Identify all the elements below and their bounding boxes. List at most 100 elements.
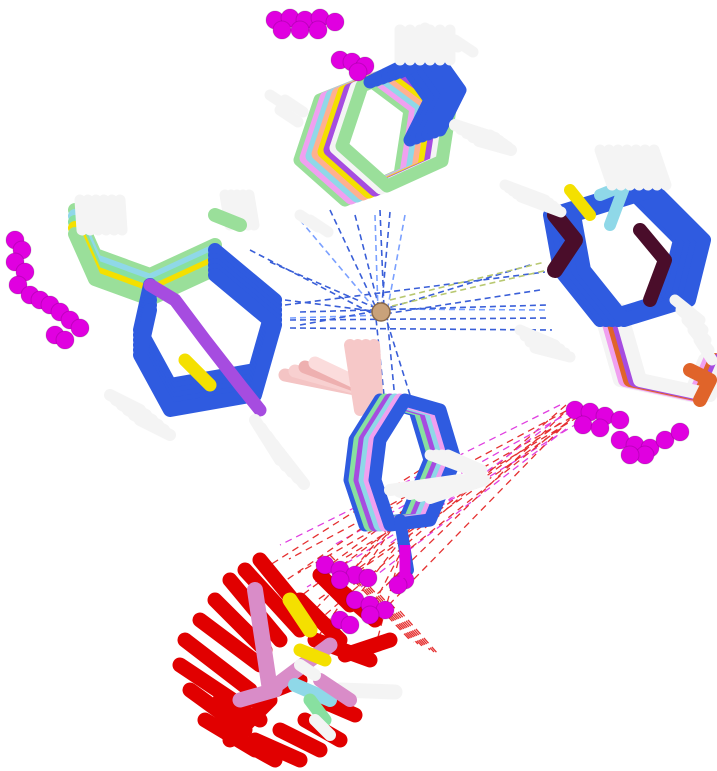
histidine-ring-left — [68, 189, 310, 490]
hydrogen-stick — [237, 189, 254, 231]
magenta-sphere — [290, 20, 310, 40]
oxygen-stick — [177, 632, 258, 698]
magenta-sphere — [70, 318, 90, 338]
hydrogen-stick — [279, 94, 309, 118]
magenta-sphere — [308, 20, 328, 40]
phosphate-dash — [329, 554, 411, 641]
magenta-sphere — [272, 20, 292, 40]
hydrogen-stick — [304, 214, 334, 238]
hydrogen-stick — [630, 144, 654, 191]
magenta-sphere — [358, 568, 378, 588]
hydrogen-stick — [134, 414, 176, 441]
coordination-dash — [377, 289, 541, 316]
ring-stick — [360, 339, 378, 416]
hydrogen-stick — [449, 34, 479, 58]
coordination-dash — [299, 219, 376, 310]
hydrogen-stick — [621, 144, 645, 191]
hydrogen-stick — [612, 144, 636, 191]
hydrogen-stick — [273, 446, 310, 490]
hydrogen-stick — [309, 714, 336, 741]
magenta-sphere — [55, 330, 75, 350]
oxygen-stick — [222, 692, 278, 748]
magenta-sphere — [8, 275, 28, 295]
oxygen-stick — [337, 632, 398, 663]
magenta-sphere — [670, 422, 690, 442]
coordination-dash — [249, 249, 376, 316]
ring-nitrogen-stick — [133, 268, 282, 417]
hydrogen-stick — [243, 189, 260, 231]
ring-stick — [68, 227, 222, 306]
histidine-ring-right — [499, 144, 717, 407]
metal-coordination-contacts — [249, 209, 553, 406]
phosphate-dash — [369, 586, 427, 649]
coordination-dash — [386, 214, 406, 313]
oxygen-stick — [292, 592, 348, 648]
histidine-ring-top — [264, 22, 517, 238]
phosphate-dash — [399, 610, 439, 655]
hydrogen-stick — [98, 194, 112, 236]
ring-stick — [178, 353, 217, 392]
magenta-sphere — [340, 615, 360, 635]
magenta-sphere — [655, 430, 675, 450]
ring-stick — [293, 643, 332, 667]
hydrogen-stick — [332, 682, 403, 700]
coordination-dash — [374, 264, 531, 313]
hydrogen-stick — [515, 191, 567, 218]
magenta-sphere — [360, 605, 380, 625]
hydrogen-stick — [603, 144, 627, 191]
hydrogen-stick — [473, 135, 517, 156]
hydrogen-stick — [648, 144, 672, 191]
coordination-dash — [389, 261, 546, 301]
magenta-sphere — [610, 410, 630, 430]
ring-nitrogen-stick — [567, 183, 711, 327]
ring-stick — [352, 339, 372, 416]
hydrogen-stick — [114, 194, 128, 236]
hydrogen-stick — [639, 144, 663, 191]
coordination-dash — [289, 314, 385, 319]
magenta-sphere — [325, 12, 345, 32]
ring-stick — [282, 592, 318, 638]
coordination-dash — [354, 214, 382, 316]
coordination-dash — [299, 304, 549, 313]
coordination-dash — [289, 317, 551, 321]
magenta-sphere — [388, 575, 408, 595]
oxygen-stick — [182, 682, 253, 738]
oxygen-stick — [272, 722, 328, 758]
phosphate-dash — [389, 602, 435, 653]
coordination-dash — [329, 209, 379, 313]
hydrogen-stick — [529, 342, 576, 363]
coordination-dash — [391, 269, 549, 307]
ring-stick — [143, 278, 267, 417]
ring-stick — [564, 184, 596, 221]
hydrogen-stick — [424, 474, 490, 504]
coordination-dash — [374, 308, 386, 406]
metal-ion-sphere — [371, 302, 391, 322]
phosphate-dash — [351, 422, 561, 574]
hydrogen-stick — [90, 194, 104, 236]
hydrogen-stick — [274, 104, 304, 128]
phosphate-dash — [353, 499, 433, 602]
phosphate-dash — [359, 578, 423, 647]
phosphorus-stick — [232, 682, 283, 708]
magenta-sphere — [573, 415, 593, 435]
ring-stick — [633, 223, 672, 307]
ring-stick — [303, 693, 332, 727]
magenta-sphere — [590, 418, 610, 438]
ring-stick — [344, 339, 366, 416]
oxygen-stick — [192, 612, 268, 673]
coordination-dash — [284, 299, 382, 313]
phosphorus-stick — [313, 673, 357, 707]
phosphate-dash — [396, 422, 567, 560]
hydrogen-stick — [106, 194, 120, 236]
oxygen-stick — [237, 562, 308, 638]
hydrogen-stick — [294, 659, 321, 681]
ring-stick — [547, 207, 583, 278]
ring-stick — [208, 208, 247, 232]
ring-stick — [613, 303, 717, 402]
coordination-dash — [374, 214, 379, 313]
ring-stick — [288, 678, 337, 707]
coordination-dash — [284, 271, 546, 306]
hydrogen-stick — [74, 194, 88, 236]
